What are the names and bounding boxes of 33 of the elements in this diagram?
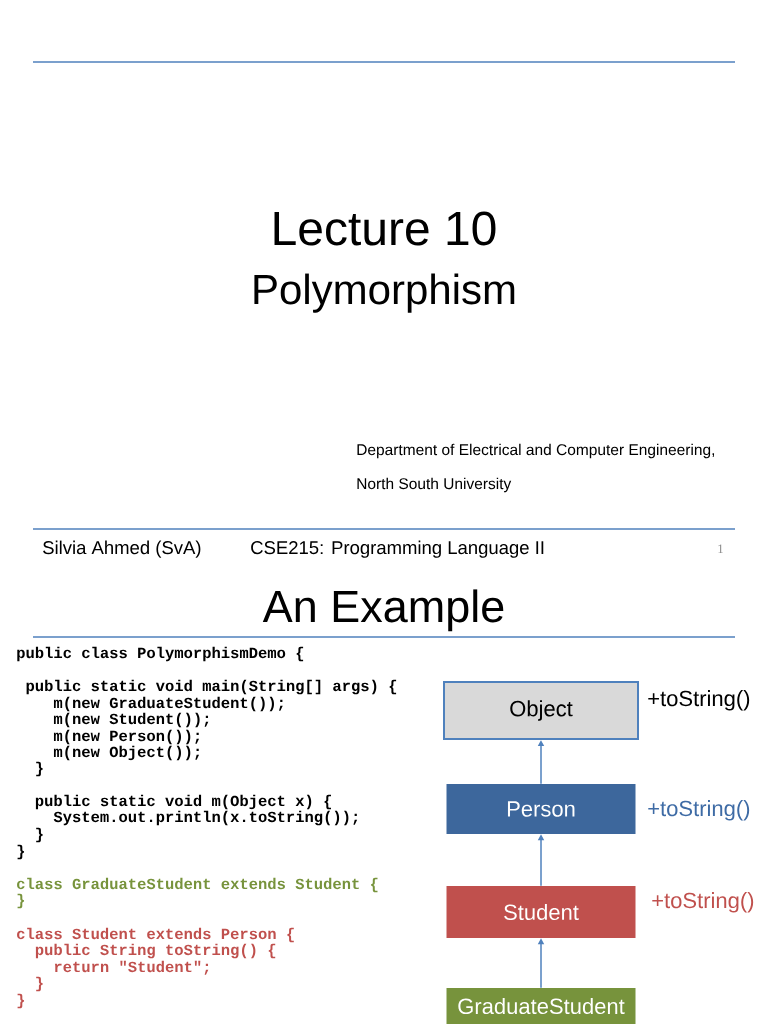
author-name: Silvia Ahmed (SvA) <box>43 540 201 558</box>
code-line: } <box>17 893 25 909</box>
class-box: Object <box>443 681 639 740</box>
department-text: Department of Electrical and Computer Engineering, <box>357 443 715 459</box>
code-line: } <box>17 844 25 860</box>
page-number: 1 <box>718 544 723 553</box>
code-line: System.out.println(x.toString()); <box>53 810 358 826</box>
slide-title: Lecture 10 <box>274 211 496 246</box>
slide-title: An Example <box>262 589 504 632</box>
method-label: +toString() <box>652 892 754 913</box>
code-line: m(new GraduateStudent()); <box>53 696 283 712</box>
course-name: CSE215: Programming Language II <box>251 540 544 558</box>
code-line: class Student extends Person { <box>17 927 294 943</box>
code-line: public String toString() { <box>35 943 276 959</box>
code-line: public static void main(String[] args) { <box>26 679 397 695</box>
code-line: m(new Student()); <box>53 712 209 728</box>
code-line: public class PolymorphismDemo { <box>17 646 304 662</box>
method-label: +toString() <box>648 690 750 711</box>
university-name: North South University <box>357 477 512 493</box>
code-line: } <box>17 993 25 1009</box>
code-line: class GraduateStudent extends Student { <box>17 877 378 893</box>
code-line: } <box>36 761 43 777</box>
code-line: return "Student"; <box>54 960 209 975</box>
code-line: } <box>36 976 43 992</box>
method-label: +toString() <box>648 800 750 821</box>
code-line: } <box>36 827 43 843</box>
class-box: Person <box>446 784 636 834</box>
code-line: public static void m(Object x) { <box>35 794 331 810</box>
code-line: m(new Object()); <box>53 745 200 761</box>
slide-subtitle: Polymorphism <box>254 273 515 313</box>
class-box: Student <box>446 886 636 938</box>
class-box: GraduateStudent <box>446 988 636 1024</box>
code-line: m(new Person()); <box>53 729 200 745</box>
